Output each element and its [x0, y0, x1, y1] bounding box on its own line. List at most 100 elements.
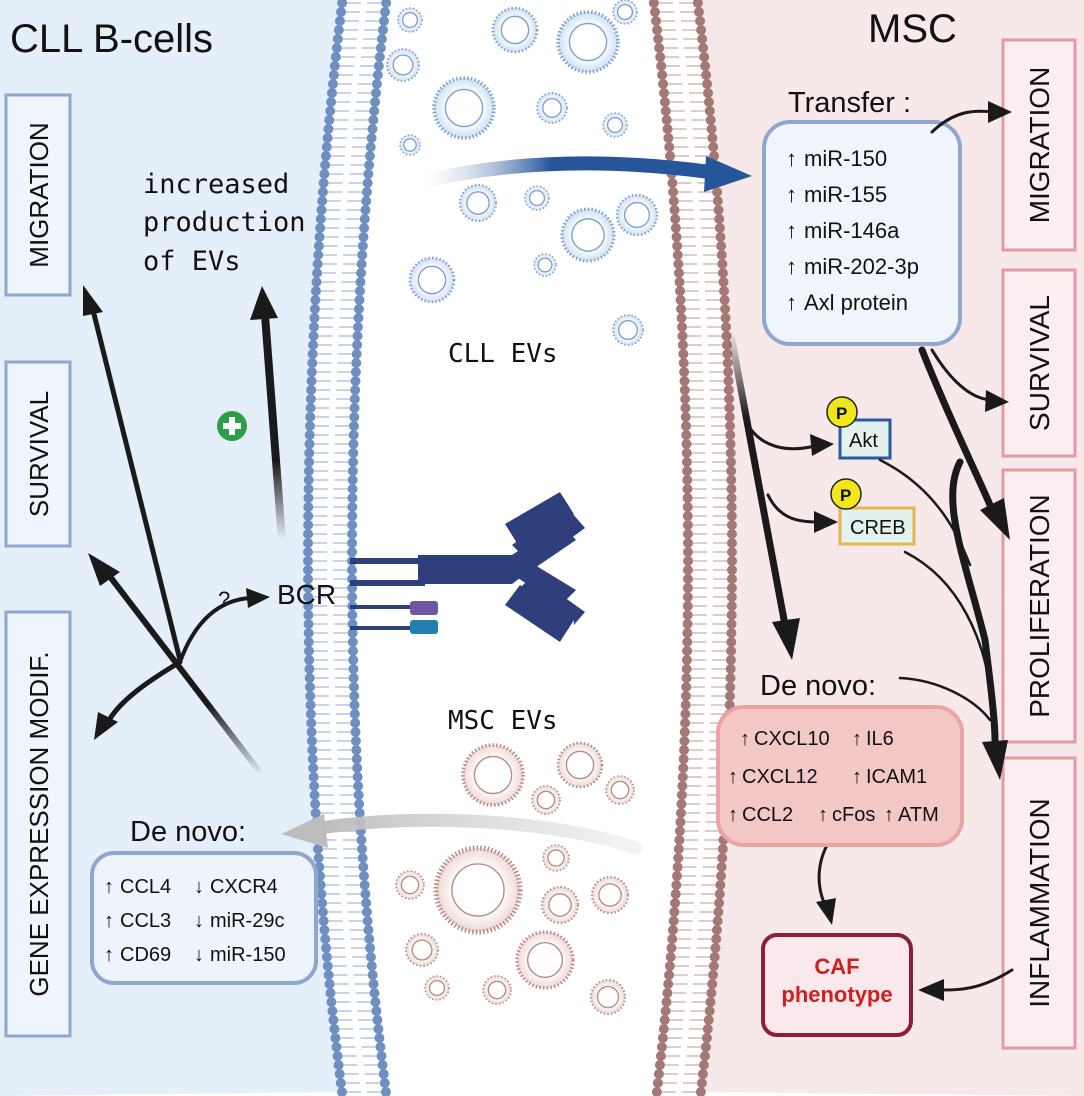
msc-evs-label: MSC EVs: [448, 706, 558, 736]
ev-vesicle: [405, 933, 439, 967]
de-novo-item: CCL2: [742, 804, 793, 826]
creb-label: CREB: [850, 517, 906, 539]
ev-vesicle: [458, 183, 498, 223]
up-arrow-icon: ↑: [786, 182, 797, 207]
de-novo-item: cFos: [832, 804, 875, 826]
ev-vesicle: [399, 134, 421, 156]
ev-vesicle: [531, 785, 561, 815]
up-arrow-icon: ↑: [104, 876, 114, 898]
plus-icon: [217, 411, 247, 441]
right-outcome-survival: SURVIVAL: [1001, 268, 1077, 458]
up-arrow-icon: ↑: [740, 728, 750, 750]
up-arrow-icon: ↑: [818, 804, 828, 826]
ev-vesicle: [395, 870, 425, 900]
ev-vesicle: [612, 0, 638, 25]
left-outcome-gene-expression-label: GENE EXPRESSION MODIF.: [24, 651, 54, 996]
ev-vesicle: [605, 775, 635, 805]
left-title: CLL B-cells: [10, 17, 213, 61]
ev-vesicle: [536, 92, 568, 124]
ev-vesicle: [542, 844, 570, 872]
ev-production-line-2: production: [143, 207, 306, 238]
up-arrow-icon: ↑: [884, 804, 894, 826]
creb-node: CREB P: [830, 478, 916, 546]
right-de-novo-box: [716, 705, 964, 847]
ev-vesicle: [589, 978, 627, 1016]
de-novo-down-item: CXCR4: [210, 876, 278, 898]
msc-to-cll-arrow: [281, 813, 643, 855]
transfer-item: miR-202-3p: [804, 254, 919, 279]
ev-vesicle: [590, 875, 630, 915]
up-arrow-icon: ↑: [786, 146, 797, 171]
transfer-item: miR-155: [804, 182, 887, 207]
ev-vesicle: [424, 975, 450, 1001]
ev-vesicle: [515, 930, 575, 990]
transfer-box: [762, 120, 962, 346]
right-outcome-inflammation-label: INFLAMMATION: [1024, 798, 1055, 1007]
down-arrow-icon: ↓: [194, 876, 204, 898]
down-arrow-icon: ↓: [194, 910, 204, 932]
caf-line-2: phenotype: [781, 982, 892, 1007]
de-novo-up-item: CD69: [120, 944, 171, 966]
ev-vesicle: [602, 112, 628, 138]
de-novo-item: CXCL12: [742, 766, 818, 788]
ev-production-line-1: increased: [143, 169, 289, 200]
left-de-novo-list: ↑CCL4↓CXCR4↑CCL3↓miR-29c↑CD69↓miR-150: [104, 876, 286, 966]
ev-vesicle: [540, 885, 580, 925]
de-novo-down-item: miR-150: [210, 944, 286, 966]
left-signal-arrows: [83, 285, 286, 778]
de-novo-up-item: CCL4: [120, 876, 171, 898]
up-arrow-icon: ↑: [728, 804, 738, 826]
de-novo-item: CXCL10: [754, 728, 830, 750]
right-signal-arrows: [726, 101, 1014, 1001]
ev-vesicle: [397, 7, 423, 33]
ev-vesicle: [612, 314, 644, 346]
ev-vesicle: [556, 10, 620, 74]
up-arrow-icon: ↑: [786, 218, 797, 243]
caf-line-1: CAF: [814, 954, 859, 979]
right-outcome-inflammation: INFLAMMATION: [1001, 756, 1077, 1050]
de-novo-item: ICAM1: [866, 766, 927, 788]
cll-evs-cluster: [386, 0, 659, 346]
de-novo-up-item: CCL3: [120, 910, 171, 932]
ev-vesicle: [533, 253, 557, 277]
transfer-list: ↑miR-150↑miR-155↑miR-146a↑miR-202-3p↑Axl…: [786, 146, 919, 315]
caf-box: [761, 933, 913, 1037]
right-de-novo-list: ↑CXCL10↑IL6↑CXCL12↑ICAM1↑CCL2↑cFos↑ATM: [728, 728, 939, 826]
up-arrow-icon: ↑: [728, 766, 738, 788]
creb-phospho-label: P: [840, 486, 851, 505]
up-arrow-icon: ↑: [786, 254, 797, 279]
transfer-title: Transfer :: [788, 87, 911, 119]
left-de-novo-box: [90, 851, 318, 985]
right-outcome-migration-label: MIGRATION: [1024, 67, 1055, 224]
question-mark: ?: [218, 587, 230, 612]
de-novo-item: IL6: [866, 728, 894, 750]
bcr-label: BCR: [277, 579, 336, 610]
left-outcome-gene-expression: GENE EXPRESSION MODIF.: [4, 610, 72, 1038]
ev-vesicle: [482, 975, 512, 1005]
transfer-item: Axl protein: [804, 290, 908, 315]
bcr-antibody-icon: [350, 492, 585, 642]
ev-vesicle: [615, 193, 659, 237]
cll-to-msc-arrow: [413, 156, 752, 192]
akt-label: Akt: [849, 430, 878, 452]
cll-evs-label: CLL EVs: [448, 339, 558, 369]
left-de-novo-title: De novo:: [130, 816, 246, 848]
down-arrow-icon: ↓: [194, 944, 204, 966]
transfer-item: miR-150: [804, 146, 887, 171]
up-arrow-icon: ↑: [104, 944, 114, 966]
left-cell-background: [0, 0, 345, 1096]
right-outcome-migration: MIGRATION: [1001, 38, 1077, 252]
ev-vesicle: [560, 207, 616, 263]
ev-vesicle: [433, 845, 523, 935]
left-outcome-survival: SURVIVAL: [4, 360, 72, 548]
left-cell-region: [0, 0, 345, 1096]
ev-vesicle: [556, 741, 604, 789]
ev-production-line-3: of EVs: [143, 246, 241, 277]
up-arrow-icon: ↑: [852, 728, 862, 750]
up-arrow-icon: ↑: [786, 290, 797, 315]
left-outcome-migration-label: MIGRATION: [24, 122, 54, 267]
ev-vesicle: [461, 743, 525, 807]
right-outcome-proliferation: PROLIFERATION: [1001, 468, 1077, 744]
right-title: MSC: [868, 7, 957, 51]
ev-vesicle: [386, 48, 420, 82]
